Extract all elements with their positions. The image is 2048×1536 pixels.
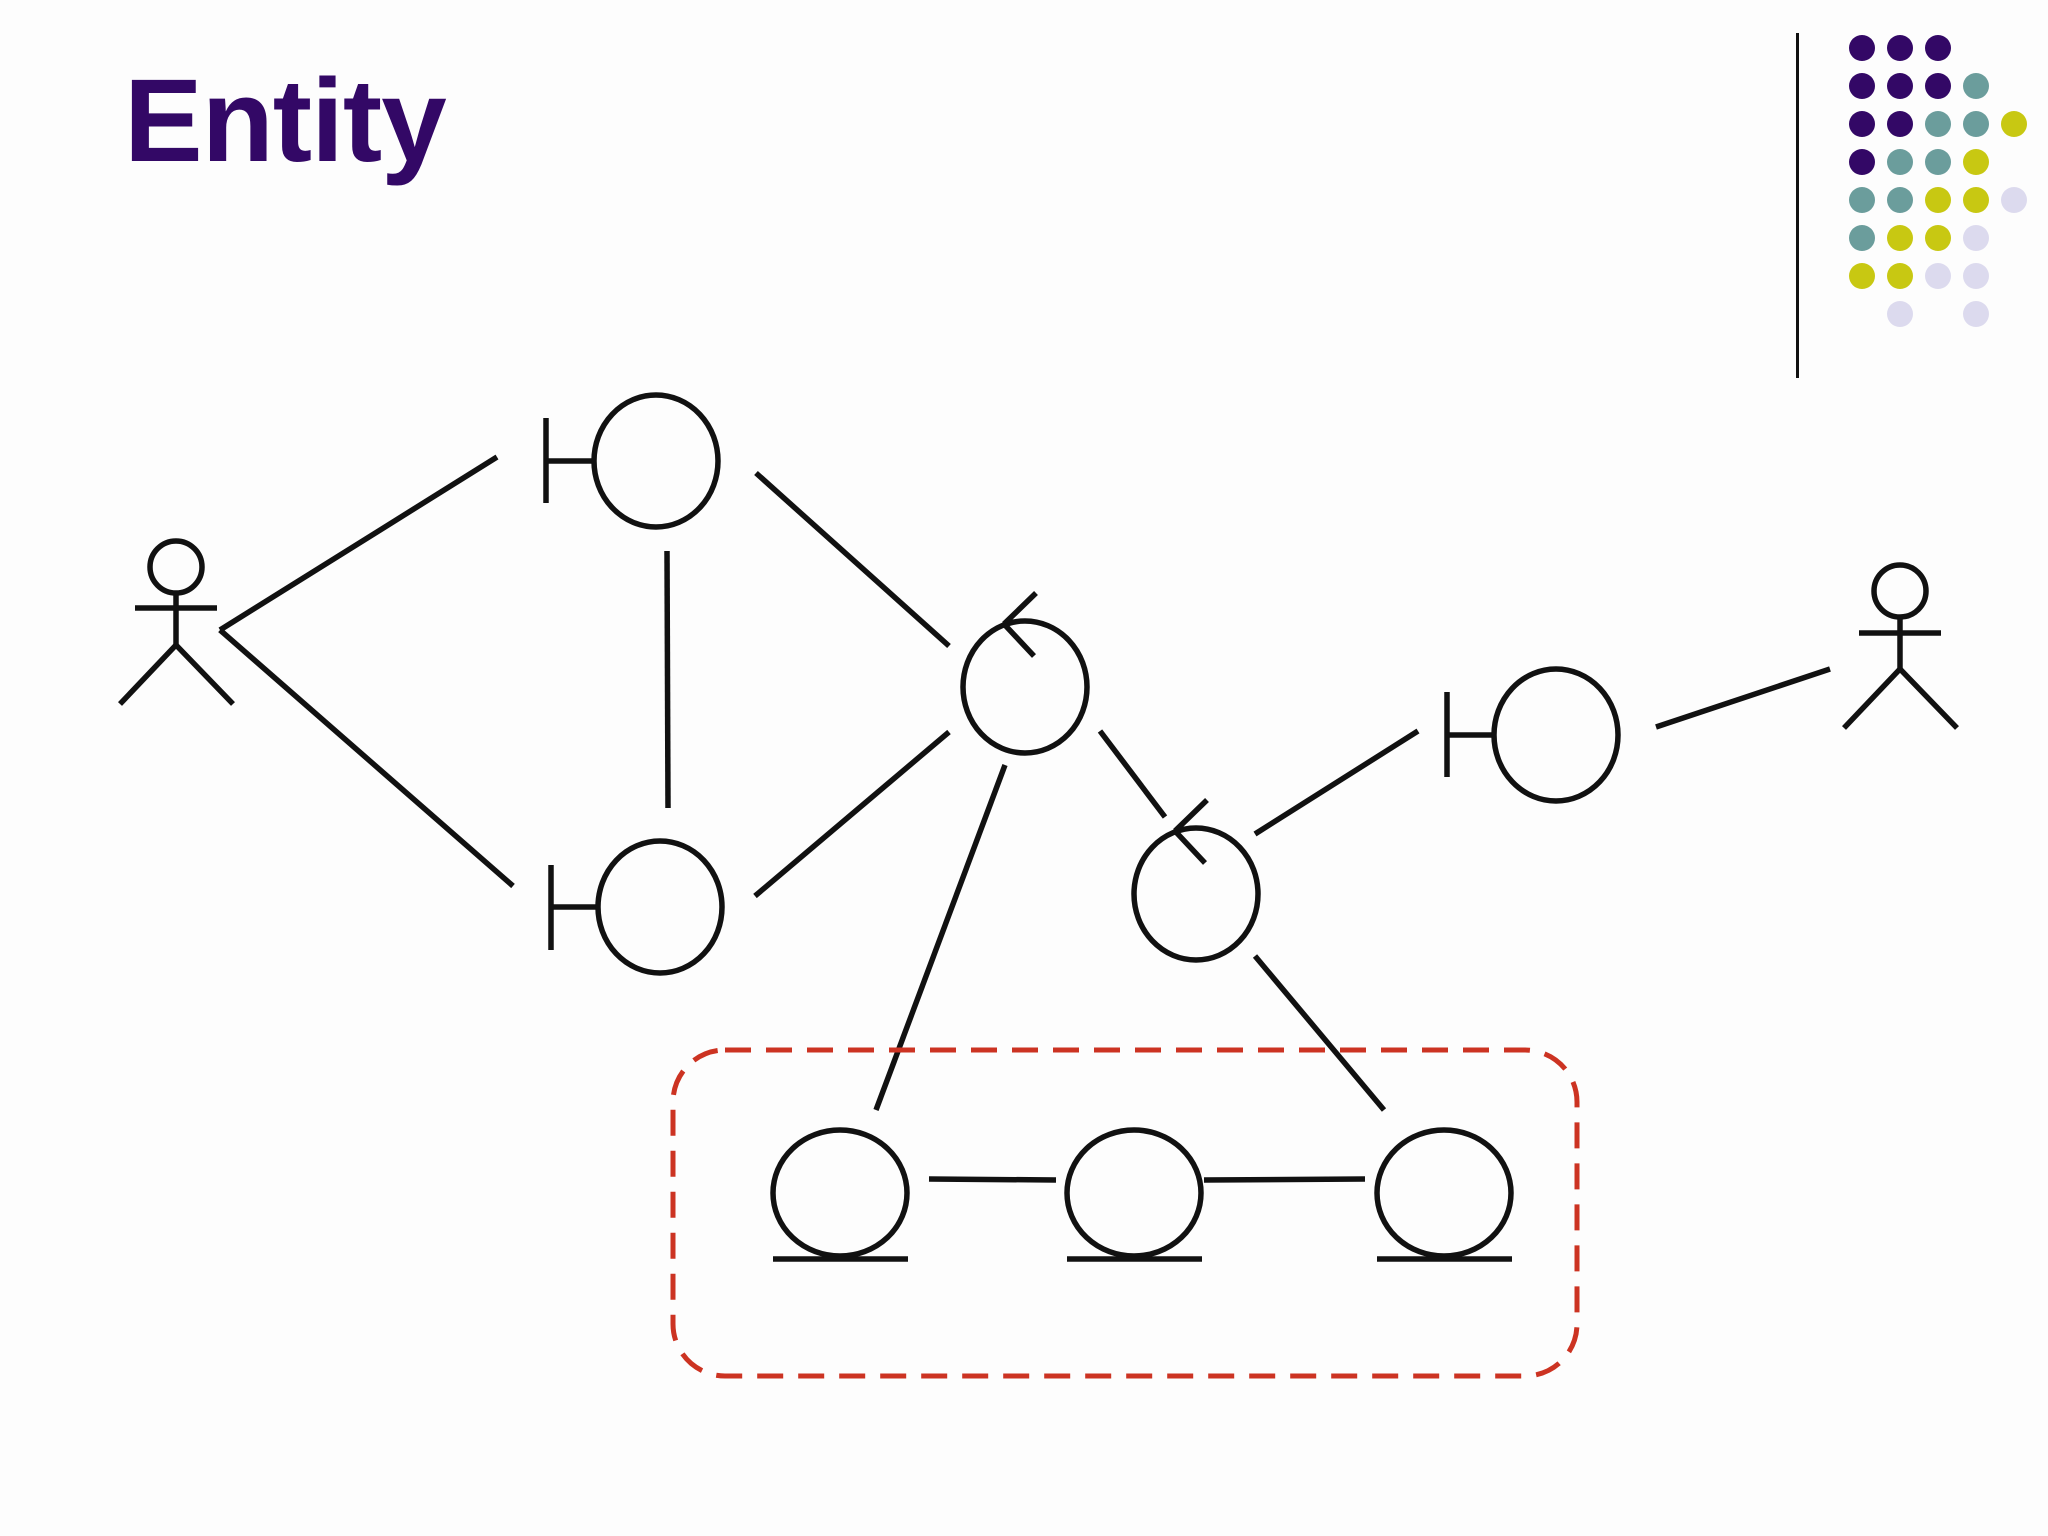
decorative-dot <box>1849 111 1875 137</box>
decorative-dot <box>1925 149 1951 175</box>
decorative-dot <box>1963 301 1989 327</box>
decorative-dot <box>1963 187 1989 213</box>
decorative-dot <box>2001 111 2027 137</box>
decorative-dot <box>1887 111 1913 137</box>
decorative-dot <box>1963 73 1989 99</box>
link-control-center-control-lower <box>1097 729 1168 819</box>
decorative-dot <box>1849 263 1875 289</box>
title-divider <box>1796 33 1799 378</box>
link-boundary-top-boundary-bottom <box>664 550 671 809</box>
slide-title: Entity <box>124 55 447 187</box>
decorative-dot <box>1925 35 1951 61</box>
decorative-dot <box>1925 225 1951 251</box>
link-boundary-top-control-center <box>754 470 951 649</box>
link-actor-left-boundary-top <box>218 454 499 633</box>
decorative-dot <box>1849 35 1875 61</box>
decorative-dot <box>1849 187 1875 213</box>
decorative-dot <box>1887 301 1913 327</box>
link-control-center-entity-1 <box>873 764 1008 1111</box>
boundary-bottom-icon <box>548 838 725 976</box>
boundary-right-icon <box>1444 666 1621 804</box>
decorative-dot <box>1925 73 1951 99</box>
decorative-dot <box>1963 225 1989 251</box>
link-control-lower-entity-3 <box>1252 954 1387 1112</box>
control-lower-icon <box>1131 798 1261 963</box>
entity-2-icon <box>1064 1127 1204 1262</box>
entity-1-icon <box>770 1127 910 1262</box>
decorative-dot <box>1887 187 1913 213</box>
decorative-dot <box>1887 73 1913 99</box>
entity-3-icon <box>1374 1127 1514 1262</box>
decorative-dot <box>1887 225 1913 251</box>
link-boundary-bottom-control-center <box>753 729 951 899</box>
actor-right-icon <box>1842 562 1959 730</box>
decorative-dot <box>1887 263 1913 289</box>
decorative-dot <box>2001 187 2027 213</box>
decorative-dot <box>1925 263 1951 289</box>
decorative-dot <box>1849 73 1875 99</box>
decorative-dot <box>1963 263 1989 289</box>
link-entity-1-entity-2 <box>928 1176 1057 1183</box>
link-actor-left-boundary-bottom <box>218 627 515 889</box>
decorative-dot <box>1887 149 1913 175</box>
decorative-dot <box>1849 149 1875 175</box>
decorative-dot <box>1887 35 1913 61</box>
control-center-icon <box>960 591 1090 756</box>
decorative-dot <box>1963 111 1989 137</box>
decorative-dot <box>1925 187 1951 213</box>
link-entity-2-entity-3 <box>1203 1176 1366 1183</box>
link-boundary-right-actor-right <box>1655 666 1831 730</box>
decorative-dot <box>1963 149 1989 175</box>
highlighted-entity-group <box>670 1047 1580 1379</box>
decorative-dot <box>1849 225 1875 251</box>
boundary-top-icon <box>543 392 721 530</box>
link-control-lower-boundary-right <box>1253 728 1420 837</box>
decorative-dot <box>1925 111 1951 137</box>
actor-left-icon <box>118 538 235 706</box>
